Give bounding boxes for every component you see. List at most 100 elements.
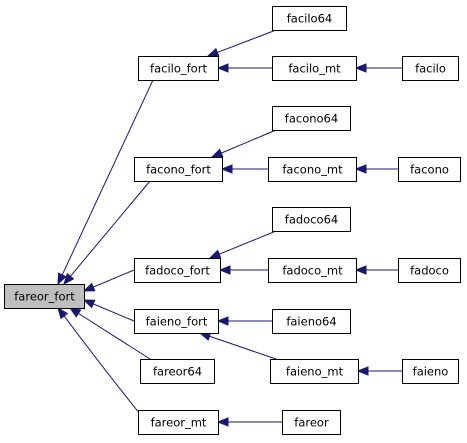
arrowhead <box>68 307 82 318</box>
node-fadoco-fort[interactable]: fadoco_fort <box>134 258 221 283</box>
node-label: faieno <box>413 365 449 379</box>
edge-fadoco-to-fadoco-mt <box>354 265 398 275</box>
edge-line <box>219 230 277 255</box>
arrowhead <box>354 63 367 73</box>
node-label: faieno_mt <box>286 365 344 379</box>
node-box <box>268 258 357 283</box>
edge-line <box>93 303 135 322</box>
arrowhead <box>354 164 367 174</box>
node-faieno-fort[interactable]: faieno_fort <box>134 309 219 334</box>
arrowhead <box>208 249 222 259</box>
node-box <box>402 359 459 384</box>
node-box <box>134 258 221 283</box>
edge-line <box>61 79 154 276</box>
edge-facilo-fort-to-fareor-fort <box>57 79 154 286</box>
arrowhead <box>216 63 229 73</box>
edge-line <box>209 335 277 360</box>
node-facilo64[interactable]: facilo64 <box>272 6 347 31</box>
node-box <box>272 207 351 232</box>
node-facono[interactable]: facono <box>398 157 461 182</box>
node-fadoco-mt[interactable]: fadoco_mt <box>268 258 357 283</box>
edge-fadoco-mt-to-fadoco-fort <box>218 265 268 275</box>
edge-faieno-to-faieno-mt <box>356 366 402 376</box>
node-faieno[interactable]: faieno <box>402 359 459 384</box>
edge-line <box>221 129 277 154</box>
node-faieno-mt[interactable]: faieno_mt <box>270 359 359 384</box>
node-label: facono <box>410 163 449 177</box>
node-fareor-fort: fareor_fort <box>4 284 85 309</box>
node-fareor[interactable]: fareor <box>282 410 341 435</box>
arrowhead <box>82 299 96 309</box>
node-box <box>134 309 219 334</box>
edge-line <box>70 180 151 277</box>
arrowhead <box>220 164 233 174</box>
node-label: fadoco_mt <box>282 264 343 278</box>
node-box <box>272 56 357 81</box>
edge-faieno-mt-to-faieno-fort <box>198 331 277 360</box>
node-box <box>282 410 341 435</box>
arrowhead <box>216 417 229 427</box>
node-label: facono_mt <box>282 163 343 177</box>
node-fareor-mt[interactable]: fareor_mt <box>138 410 219 435</box>
edge-facono64-to-facono-fort <box>210 129 277 158</box>
node-box <box>268 157 357 182</box>
edge-line <box>217 29 277 53</box>
node-label: facono_fort <box>146 163 211 177</box>
edge-facono-to-facono-mt <box>354 164 398 174</box>
node-fareor64[interactable]: fareor64 <box>140 359 215 384</box>
node-label: facilo <box>415 62 446 76</box>
edge-fareor-to-fareor-mt <box>216 417 282 427</box>
arrowhead <box>210 148 224 158</box>
edge-fadoco64-to-fadoco-fort <box>208 230 277 259</box>
graph-edges <box>57 29 402 427</box>
edge-facilo-to-facilo-mt <box>354 63 402 73</box>
edge-facono-mt-to-facono-fort <box>220 164 268 174</box>
node-box <box>134 157 223 182</box>
edge-faieno-fort-to-fareor-fort <box>82 299 135 322</box>
node-box <box>270 359 359 384</box>
arrowhead <box>356 366 369 376</box>
node-box <box>138 56 219 81</box>
node-box <box>398 157 461 182</box>
node-label: faieno64 <box>286 315 336 329</box>
arrowhead <box>218 265 231 275</box>
node-label: fareor64 <box>153 365 202 379</box>
node-faieno64[interactable]: faieno64 <box>272 309 351 334</box>
node-label: fadoco <box>410 264 449 278</box>
node-box <box>402 56 459 81</box>
edge-fareor64-to-fareor-fort <box>68 307 151 360</box>
edge-faieno64-to-faieno-fort <box>216 316 272 326</box>
edge-line <box>63 315 141 415</box>
edge-facilo64-to-facilo-fort <box>206 29 277 57</box>
node-fadoco[interactable]: fadoco <box>398 258 461 283</box>
arrowhead <box>63 272 75 286</box>
node-label: fadoco64 <box>285 213 338 227</box>
node-label: facilo64 <box>287 12 332 26</box>
edge-facono-fort-to-fareor-fort <box>63 180 151 286</box>
node-label: facilo_fort <box>150 62 207 76</box>
node-box <box>272 106 351 131</box>
node-box <box>140 359 215 384</box>
node-box <box>272 6 347 31</box>
node-facilo-mt[interactable]: facilo_mt <box>272 56 357 81</box>
node-facilo-fort[interactable]: facilo_fort <box>138 56 219 81</box>
node-label: facilo_mt <box>288 62 341 76</box>
edge-facilo-mt-to-facilo-fort <box>216 63 272 73</box>
arrowhead <box>206 47 220 57</box>
node-fadoco64[interactable]: fadoco64 <box>272 207 351 232</box>
edge-fadoco-fort-to-fareor-fort <box>82 269 135 292</box>
edge-line <box>78 312 151 360</box>
node-label: faieno_fort <box>146 315 208 329</box>
node-facilo[interactable]: facilo <box>402 56 459 81</box>
node-facono-mt[interactable]: facono_mt <box>268 157 357 182</box>
arrowhead <box>57 306 69 320</box>
node-label: fadoco_fort <box>145 264 210 278</box>
node-label: facono64 <box>285 112 338 126</box>
arrowhead <box>216 316 229 326</box>
node-facono64[interactable]: facono64 <box>272 106 351 131</box>
node-facono-fort[interactable]: facono_fort <box>134 157 223 182</box>
node-label: fareor_mt <box>151 416 207 430</box>
edge-fareor-mt-to-fareor-fort <box>57 306 141 415</box>
